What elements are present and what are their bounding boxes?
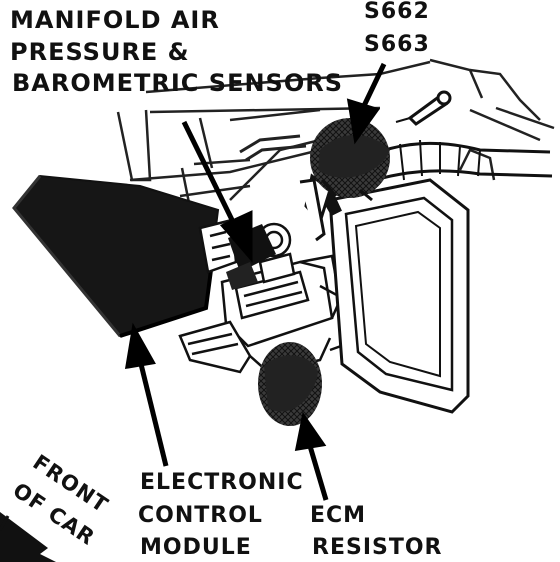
- arrow-ecm-head: [124, 322, 156, 370]
- label-ecm-resistor-line2: RESISTOR: [312, 535, 443, 560]
- label-map-sensors-line3: BAROMETRIC SENSORS: [12, 69, 343, 97]
- label-ecm-resistor-line1: ECM: [310, 503, 367, 528]
- background-structure: [116, 58, 555, 219]
- label-splice-s663: S663: [364, 32, 430, 57]
- arrow-ecm: [137, 359, 169, 467]
- label-ecm-line3: MODULE: [140, 535, 252, 560]
- ecm-resistor: [258, 342, 322, 426]
- label-map-sensors-line1: MANIFOLD AIR: [10, 6, 220, 34]
- front-direction-arrow: [0, 512, 56, 562]
- label-ecm-line1: ELECTRONIC: [140, 470, 304, 495]
- wire-harness: [355, 90, 553, 188]
- arrow-splices: [359, 62, 387, 112]
- leader-arrows: [124, 62, 387, 501]
- arrow-splices-head: [346, 98, 381, 145]
- splice-s662-s663: [310, 118, 390, 202]
- arrow-resistor-head: [294, 411, 327, 452]
- arrow-resistor: [307, 445, 329, 501]
- label-ecm-line2: CONTROL: [138, 503, 263, 528]
- arrow-map-sensors-head: [219, 210, 253, 263]
- ecm-box: [12, 174, 220, 338]
- label-splice-s662: S662: [364, 0, 430, 24]
- arrow-map-sensors: [181, 120, 239, 230]
- label-map-sensors-line2: PRESSURE &: [10, 38, 190, 66]
- air-duct-housing: [299, 173, 470, 414]
